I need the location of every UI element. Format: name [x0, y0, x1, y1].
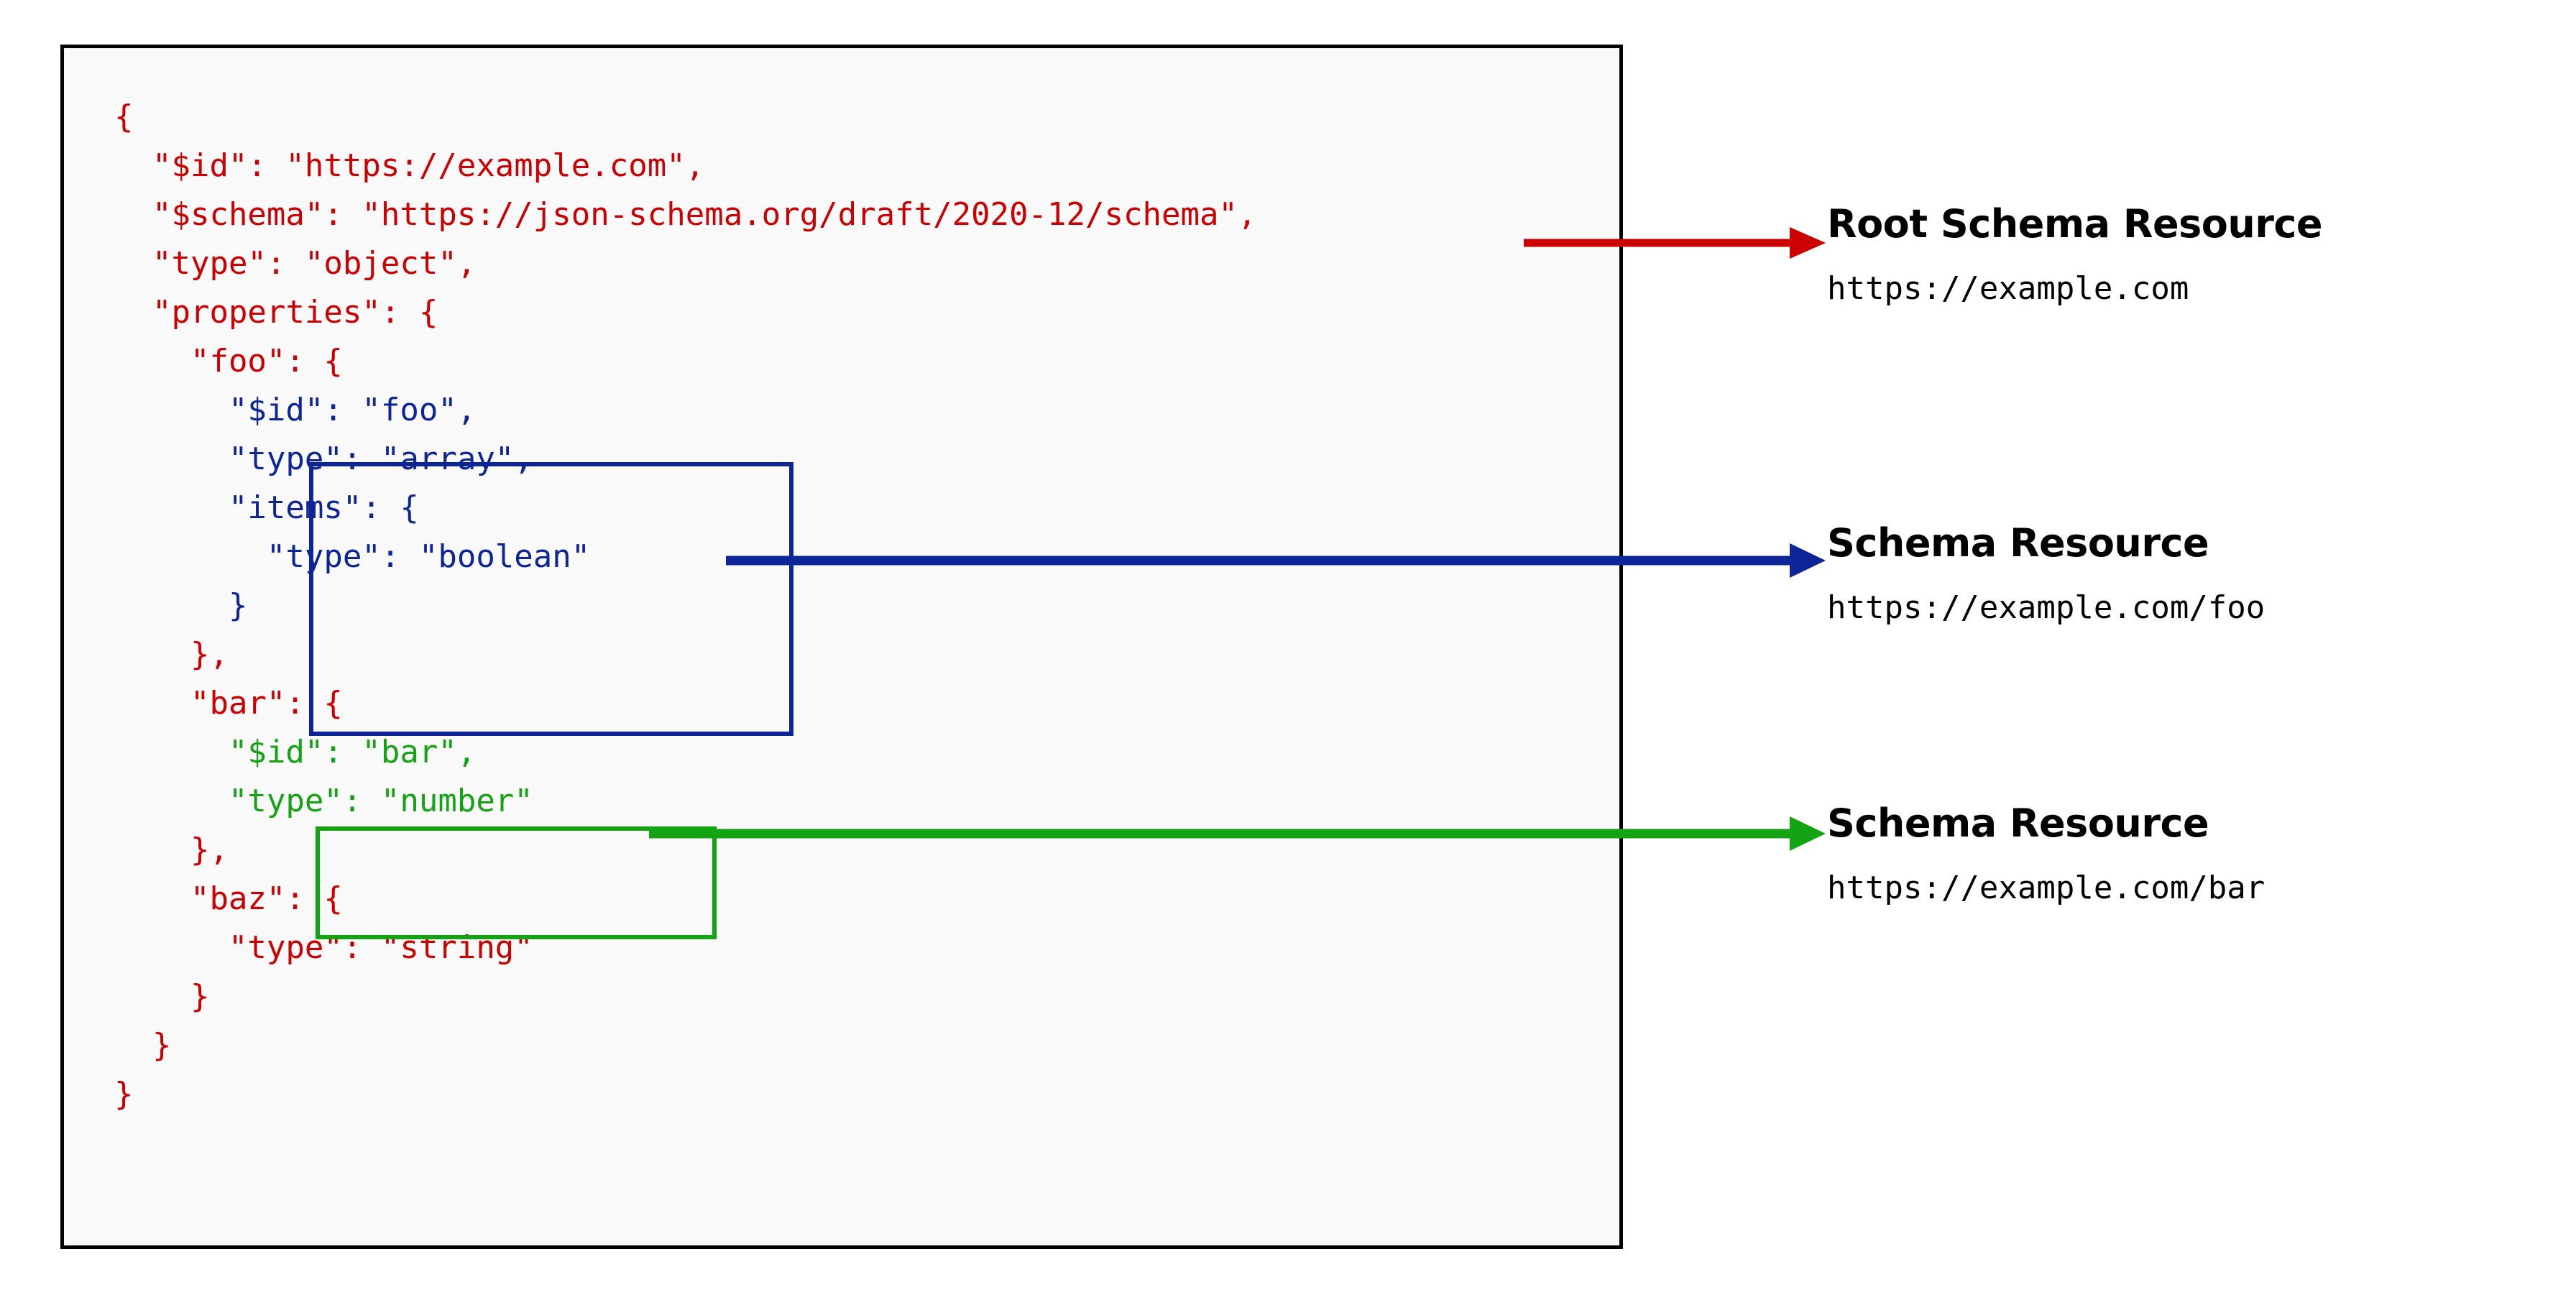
annotation-title: Root Schema Resource [1827, 201, 2323, 246]
code-line: "baz": { [114, 880, 343, 917]
annotation-url: https://example.com/bar [1827, 870, 2266, 906]
code-line: "$schema": "https://json-schema.org/draf… [114, 196, 1257, 233]
code-line: "$id": "foo", [114, 392, 477, 428]
annotation-url: https://example.com/foo [1827, 589, 2266, 626]
code-line: }, [114, 831, 229, 868]
code-line: "foo": { [114, 343, 343, 379]
code-line: { [114, 98, 134, 135]
code-line: "bar": { [114, 685, 343, 722]
annotation-root-schema-resource: Root Schema Resource https://example.com [1827, 201, 2323, 308]
code-line: "type": "string" [114, 929, 533, 966]
code-line: }, [114, 636, 229, 673]
annotation-foo-schema-resource: Schema Resource https://example.com/foo [1827, 522, 2265, 627]
root-schema-arrow [1524, 227, 1826, 259]
code-line: } [114, 587, 248, 624]
code-line: "properties": { [114, 294, 438, 331]
annotation-url: https://example.com [1827, 270, 2189, 307]
code-line: "type": "number" [114, 783, 533, 819]
foo-schema-arrow [726, 543, 1826, 578]
code-line: } [114, 978, 210, 1015]
bar-schema-arrow [649, 816, 1826, 851]
code-line: "items": { [114, 489, 419, 526]
code-line: } [114, 1027, 172, 1064]
annotation-title: Schema Resource [1827, 520, 2209, 566]
code-line: } [114, 1076, 134, 1112]
code-line: "$id": "https://example.com", [114, 147, 705, 184]
code-line: "type": "object", [114, 245, 477, 282]
json-code-listing: { "$id": "https://example.com", "$schema… [114, 93, 1256, 1119]
code-line: "type": "array", [114, 441, 533, 477]
schema-code-panel: { "$id": "https://example.com", "$schema… [60, 45, 1623, 1249]
annotation-title: Schema Resource [1827, 801, 2209, 846]
code-line: "type": "boolean" [114, 538, 591, 575]
code-line: "$id": "bar", [114, 734, 477, 770]
annotation-bar-schema-resource: Schema Resource https://example.com/bar [1827, 802, 2265, 907]
